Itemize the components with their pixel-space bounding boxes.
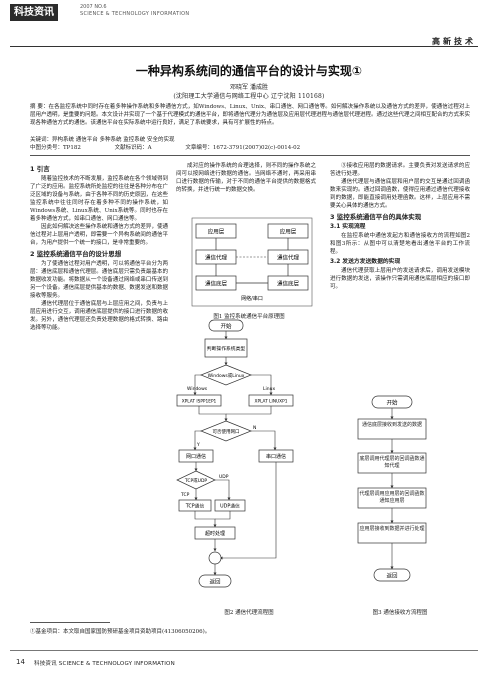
paragraph: ③接收应用层的数据请求。主要负责对发送请求的应答进行处理。	[330, 163, 470, 177]
fig2-network-decision: 可否使用网口	[213, 428, 240, 435]
clc-number: 中图分类号：TP182	[30, 145, 81, 151]
keywords: 关键词：异构系统 通信平台 多种系统 监控系统 安全的实现	[30, 137, 175, 143]
paragraph: 通信代理获取上层用户的发送请求后，调用发送模块进行数据的发送，该操作只需调用通信…	[330, 268, 470, 290]
fig2-serial-comm: 串口通信	[266, 453, 286, 460]
doc-code: 文献标识码：A	[114, 145, 152, 151]
fig2-udp-comm: UDP通信	[220, 503, 240, 510]
article-number: 文章编号：1672-3791(2007)02(c)-0014-02	[185, 145, 301, 151]
fig1-proxy-right: 通信代理	[277, 254, 300, 262]
paragraph: 成对应的操作系统的合理选择，则不同的操作系统之间可以按网络进行数据的通信。当网络…	[176, 163, 316, 193]
section-heading-design: 2 监控系统通信平台的设计思想	[30, 250, 122, 258]
fig3-step-notify: 代理层调用应用层的回调函数通知应用层	[359, 491, 425, 504]
footer-rule	[10, 650, 478, 651]
abstract-rule	[30, 155, 470, 156]
subsection-heading: 3.2 发送方发送数据的实现	[330, 259, 401, 265]
column-2: 成对应的操作系统的合理选择，则不同的操作系统之间可以按网络进行数据的通信。当网络…	[176, 162, 316, 194]
journal-logo: 科技资讯	[10, 4, 58, 21]
fig2-judge-os: 判断操作系统类型	[207, 345, 246, 352]
figure-2-flowchart: 开始 判断操作系统类型 Windows或Linux Windows Linux …	[176, 319, 294, 588]
fig2-udp-label: UDP	[219, 474, 229, 480]
fig3-step-receive: 通信底层接收到发送的数据	[361, 422, 422, 428]
section-heading-intro: 1 引言	[30, 165, 50, 173]
fig2-xplat-linux: XPLAT LINUXP1	[255, 399, 288, 405]
fig1-network-label: 网络/串口	[241, 295, 263, 302]
fig2-tcp-label: TCP	[180, 492, 190, 498]
footnote-rule	[30, 622, 110, 623]
fig3-step-process: 应用层接收到数据并进行处理	[359, 526, 425, 532]
paragraph: 在监控系统中通信发起方和通信接收方的流程如图2和图3所示：从图中可以清楚地看出通…	[330, 233, 470, 255]
fig2-yes-label: Y	[196, 442, 200, 448]
footnote: ①基金项目：本文取自国家国防预研基金项目资助项目(41306050206)。	[30, 629, 211, 635]
affiliation: (沈阳理工大学通信与网络工程中心 辽宁沈阳 110168)	[173, 93, 325, 100]
paper-title: 一种异构系统间的通信平台的设计与实现①	[135, 64, 363, 78]
column-3: ③接收应用层的数据请求。主要负责对发送请求的应答进行处理。 通信代理层与通信底层…	[330, 162, 470, 291]
header-rule	[10, 46, 478, 47]
figure-2-caption: 图2 通信代理流程图	[224, 610, 274, 616]
column-1: 1 引言 随着监控技术的不断发展，监控系统在各个领域得到了广泛的应用。监控系统所…	[30, 162, 168, 332]
section-heading-implementation: 3 监控系统通信平台的具体实现	[330, 213, 422, 221]
journal-english-name: SCIENCE & TECHNOLOGY INFORMATION	[80, 11, 190, 17]
fig2-network-comm: 网口通信	[186, 453, 206, 460]
section-label: 高新技术	[432, 37, 476, 46]
footer-journal: 科技资讯 SCIENCE & TECHNOLOGY INFORMATION	[34, 661, 175, 667]
fig2-protocol-decision: TCP或UDP	[184, 477, 208, 484]
fig2-os-decision: Windows或Linux	[208, 372, 245, 379]
figure-3-flowchart: 开始 通信底层接收到发送的数据 底层调用代理层的回调函数通知代理 代理层调用应用…	[357, 395, 427, 582]
issue-label: 2007 NO.6	[80, 4, 107, 10]
paragraph: 为了使通信过程对用户透明，可以将通信平台分为两层：通信底层和通信代理层。通信底层…	[30, 261, 168, 299]
fig3-return: 返回	[386, 573, 398, 580]
paragraph: 随着监控技术的不断发展，监控系统在各个领域得到了广泛的应用。监控系统所处监控的往…	[30, 176, 168, 222]
authors: 邓晓军 潘成胜	[230, 84, 268, 91]
figure-1-diagram: 应用层 应用层 通信代理 通信代理 通信底层 通信底层 网络/串口	[191, 217, 313, 307]
page-number: 14	[16, 658, 25, 666]
abstract: 摘 要：在各监控系统中同时存在着多种操作系统和多种通信方式，如Windows、L…	[30, 104, 471, 126]
fig2-linux-label: Linux	[263, 386, 275, 392]
fig1-proxy-left: 通信代理	[205, 254, 228, 262]
fig2-windows-label: Windows	[187, 386, 208, 392]
fig1-app-right: 应用层	[280, 228, 297, 236]
fig2-no-label: N	[253, 425, 256, 431]
paragraph: 通信代理层位于通信底层与上层应用之间，负责与上层应用进行交互，调用通信底层提供的…	[30, 301, 168, 331]
figure-1-caption: 图1 监控系统通信平台原理图	[213, 314, 285, 320]
page-header: 科技资讯 2007 NO.6 SCIENCE & TECHNOLOGY INFO…	[0, 0, 498, 46]
fig3-start: 开始	[386, 399, 398, 407]
paragraph: 通信代理层与通信底层和用户层的交互是通过回调函数来实现的。通过回调函数，使得应用…	[330, 179, 470, 209]
fig1-app-left: 应用层	[208, 228, 225, 236]
fig2-start: 开始	[220, 322, 232, 330]
figure-3-caption: 图3 通信接收方流程图	[372, 610, 428, 616]
fig2-timeout: 超时处理	[205, 530, 225, 537]
fig1-layer-left: 通信底层	[205, 280, 228, 288]
fig2-return: 返回	[209, 579, 221, 586]
classification-line: 中图分类号：TP182 文献标识码：A 文章编号：1672-3791(2007)…	[30, 144, 470, 152]
fig1-layer-right: 通信底层	[277, 280, 300, 288]
fig2-tcp-comm: TCP通信	[185, 503, 205, 510]
paragraph: 因此如何解决这些操作系统和通信方式的差异，使通信过程对上层用户透明，即需要一个异…	[30, 224, 168, 246]
fig3-step-callback: 底层调用代理层的回调函数通知代理	[359, 456, 425, 469]
subsection-heading: 3.1 实现流程	[330, 224, 366, 230]
fig2-xplat-windows: XPLAT ISPP1EP1	[182, 399, 217, 405]
